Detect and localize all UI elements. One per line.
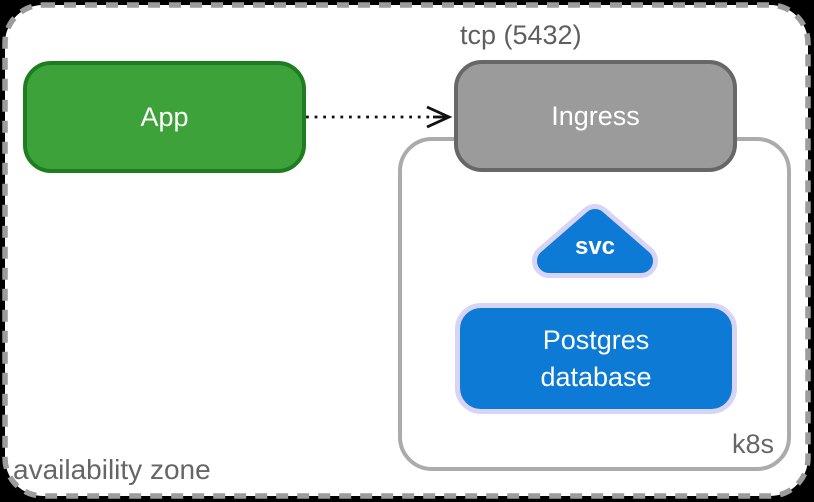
arrow-head-icon bbox=[426, 105, 453, 129]
ingress-node: Ingress bbox=[454, 60, 737, 172]
edge-port-label: tcp (5432) bbox=[460, 20, 582, 50]
k8s-cluster-label: k8s bbox=[731, 429, 774, 459]
svc-node-label: svc bbox=[574, 233, 616, 260]
postgres-node: Postgres database bbox=[455, 303, 737, 414]
svc-node bbox=[532, 204, 658, 278]
ingress-node-label: Ingress bbox=[551, 100, 640, 131]
postgres-node-label: Postgres database bbox=[540, 324, 652, 392]
app-node: App bbox=[23, 61, 306, 173]
app-to-ingress-arrow bbox=[306, 105, 453, 129]
svc-shape-fill bbox=[537, 209, 653, 273]
availability-zone-label: availability zone bbox=[13, 454, 211, 485]
app-node-label: App bbox=[140, 101, 189, 132]
